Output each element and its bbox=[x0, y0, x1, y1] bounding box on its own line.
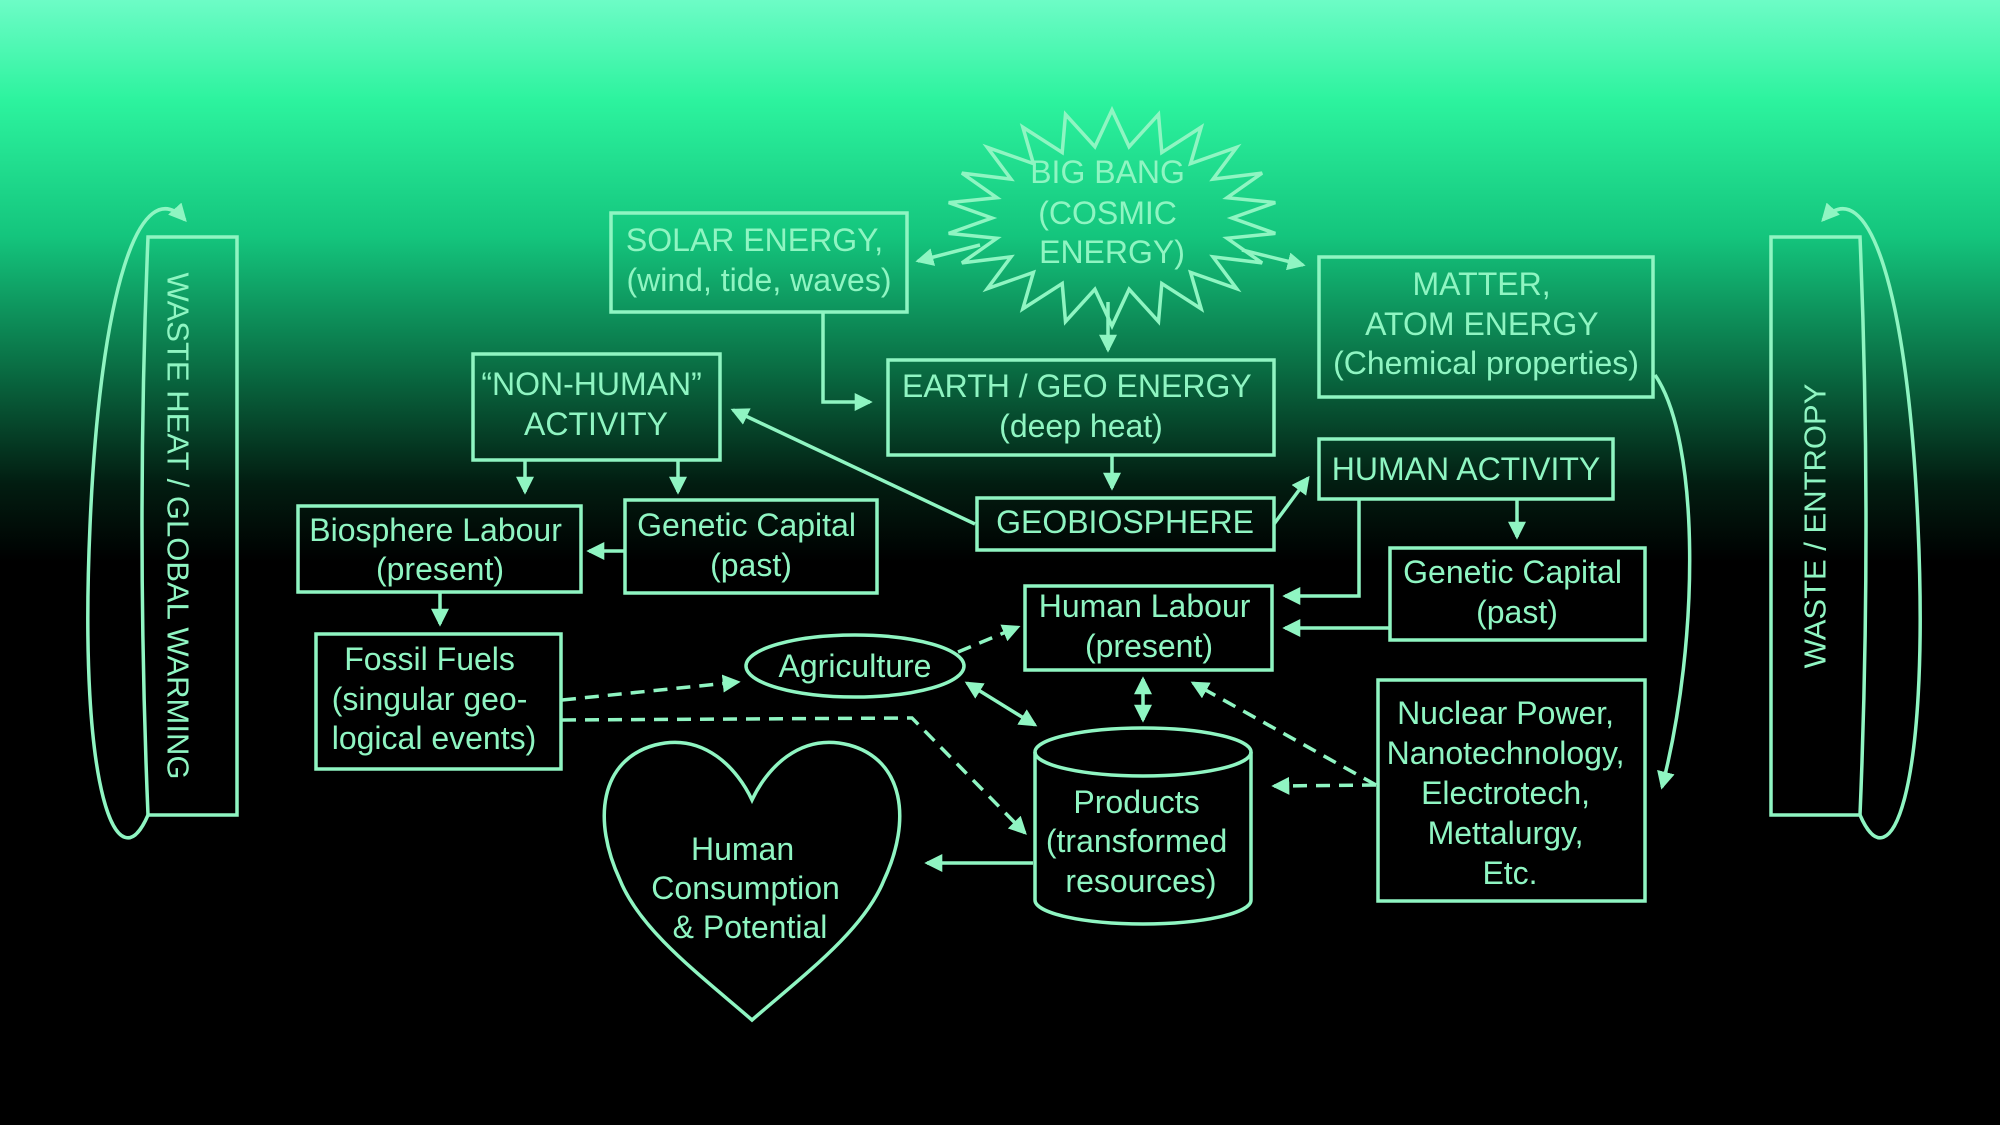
dashed-connectors bbox=[561, 624, 1377, 835]
genetic-capital-left-text: Genetic Capital (past) bbox=[637, 507, 865, 583]
human-labour-text: Human Labour (present) bbox=[1039, 588, 1260, 664]
solar-energy-box bbox=[609, 211, 909, 314]
left-waste-scroll: WASTE HEAT / GLOBAL WARMING bbox=[86, 202, 239, 840]
right-side-label: WASTE / ENTROPY bbox=[1798, 384, 1833, 669]
human-activity-box bbox=[1317, 437, 1615, 501]
big-bang-burst bbox=[948, 105, 1276, 331]
products-cylinder bbox=[1033, 726, 1253, 926]
solid-connectors bbox=[431, 243, 1692, 872]
fossil-fuels-box bbox=[314, 632, 563, 771]
solar-energy-text: SOLAR ENERGY, (wind, tide, waves) bbox=[626, 222, 892, 298]
big-bang-text: BIG BANG (COSMIC ENERGY) bbox=[1030, 154, 1194, 270]
earth-energy-text: EARTH / GEO ENERGY (deep heat) bbox=[902, 368, 1260, 444]
genetic-capital-left-box bbox=[623, 498, 879, 595]
agriculture-ellipse bbox=[744, 633, 966, 699]
nuclear-power-box bbox=[1376, 678, 1647, 903]
human-labour-box bbox=[1023, 584, 1274, 672]
biosphere-labour-box bbox=[296, 504, 583, 594]
matter-text: MATTER, ATOM ENERGY (Chemical properties… bbox=[1333, 266, 1639, 381]
non-human-activity-box bbox=[471, 352, 722, 462]
genetic-capital-right-box bbox=[1388, 546, 1647, 642]
matter-box bbox=[1317, 255, 1655, 399]
fossil-fuels-text: Fossil Fuels (singular geo- logical even… bbox=[332, 641, 537, 756]
genetic-capital-right-text: Genetic Capital (past) bbox=[1403, 554, 1631, 630]
nuclear-power-text: Nuclear Power, Nanotechnology, Electrote… bbox=[1387, 695, 1634, 891]
geobiosphere-text: GEOBIOSPHERE bbox=[996, 504, 1254, 540]
agriculture-text: Agriculture bbox=[779, 648, 932, 684]
left-side-label: WASTE HEAT / GLOBAL WARMING bbox=[161, 273, 196, 780]
human-activity-text: HUMAN ACTIVITY bbox=[1332, 451, 1600, 487]
products-text: Products (transformed resources) bbox=[1046, 784, 1236, 899]
consumption-heart bbox=[602, 740, 902, 1023]
biosphere-labour-text: Biosphere Labour (present) bbox=[309, 512, 571, 587]
right-waste-scroll: WASTE / ENTROPY bbox=[1769, 202, 1922, 840]
non-human-activity-text: “NON-HUMAN” ACTIVITY bbox=[481, 366, 710, 442]
earth-energy-box bbox=[886, 358, 1276, 457]
consumption-text: Human Consumption & Potential bbox=[651, 831, 848, 945]
